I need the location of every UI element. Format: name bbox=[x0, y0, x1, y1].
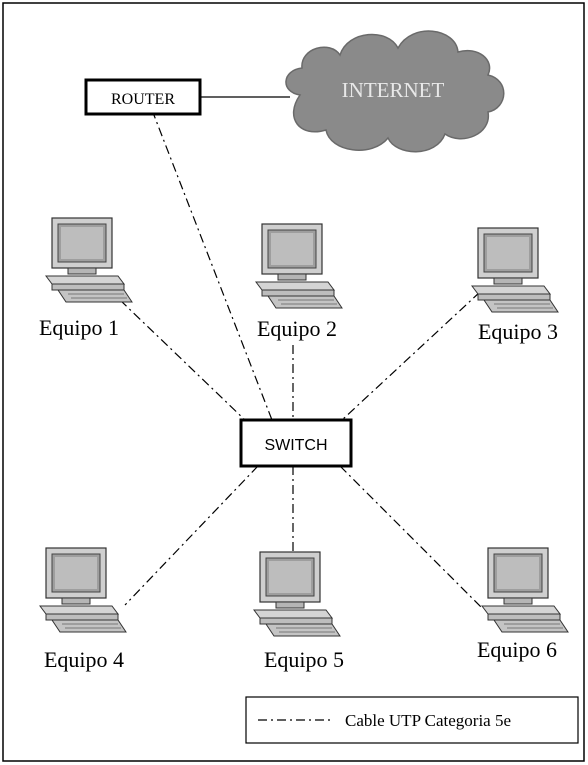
legend-label: Cable UTP Categoria 5e bbox=[345, 711, 511, 730]
computer-label: Equipo 6 bbox=[477, 637, 557, 662]
router-node: ROUTER bbox=[84, 78, 202, 116]
computer-equipo-4: Equipo 4 bbox=[39, 547, 127, 672]
cable-equipo-3 bbox=[341, 291, 481, 421]
switch-node: SWITCH bbox=[239, 418, 353, 468]
computer-label: Equipo 4 bbox=[44, 647, 124, 672]
legend: Cable UTP Categoria 5e bbox=[245, 696, 579, 744]
internet-cloud: INTERNET bbox=[285, 30, 505, 153]
router-box bbox=[84, 78, 202, 116]
computer-label: Equipo 2 bbox=[257, 316, 337, 341]
cable-equipo-6 bbox=[339, 465, 483, 609]
cable-equipo-4 bbox=[124, 465, 259, 606]
cable-router-switch bbox=[151, 109, 273, 421]
computer-equipo-5: Equipo 5 bbox=[253, 551, 344, 672]
switch-box bbox=[239, 418, 353, 468]
cables bbox=[119, 109, 483, 609]
computer-label: Equipo 5 bbox=[264, 647, 344, 672]
computer-label: Equipo 1 bbox=[39, 315, 119, 340]
computer-equipo-3: Equipo 3 bbox=[471, 227, 559, 344]
computer-label: Equipo 3 bbox=[478, 319, 558, 344]
legend-box bbox=[245, 696, 579, 744]
computer-equipo-1: Equipo 1 bbox=[39, 217, 133, 340]
switch-label: SWITCH bbox=[264, 437, 327, 454]
computer-equipo-6: Equipo 6 bbox=[477, 547, 569, 662]
router-label: ROUTER bbox=[111, 91, 175, 108]
computer-equipo-2: Equipo 2 bbox=[255, 223, 343, 341]
internet-label: INTERNET bbox=[342, 78, 445, 102]
